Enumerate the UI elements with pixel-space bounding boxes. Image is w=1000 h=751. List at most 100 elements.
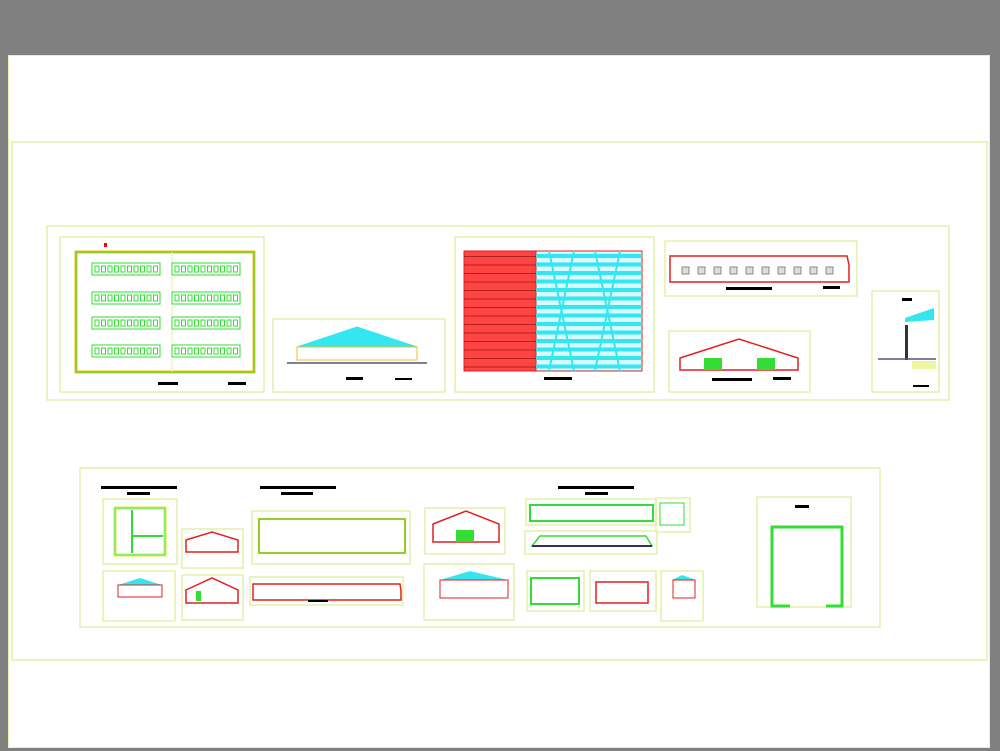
bed-cell [153, 347, 158, 355]
purlin [536, 347, 642, 352]
bed-cell [207, 265, 212, 273]
bed-cell [101, 294, 106, 302]
purlin [536, 279, 642, 284]
floor-plan [74, 243, 256, 385]
bed-cell [107, 265, 113, 273]
roof-sheet-line [464, 273, 536, 274]
roof-sheet-line [464, 366, 536, 368]
bed-cell [114, 319, 119, 327]
bed-cell [220, 347, 225, 355]
bed [91, 344, 161, 358]
bed-cell [213, 347, 219, 355]
bed-cell [127, 294, 132, 302]
small-section-frame [102, 570, 176, 622]
mid-section-frame [423, 563, 515, 621]
bed-cell [120, 294, 126, 302]
bed-cell [153, 294, 158, 302]
floor-plan-frame [59, 236, 265, 393]
long-elev-frame [249, 576, 404, 606]
bed-cell [194, 347, 199, 355]
bed-cell [140, 319, 145, 327]
bed [91, 291, 161, 305]
drawing-sheet [8, 55, 990, 748]
bed-cell [94, 265, 100, 273]
bed-cell [220, 294, 225, 302]
roof-sheet-line [464, 264, 536, 266]
bed-cell [207, 319, 212, 327]
bed-cell [181, 347, 186, 355]
bed-cell [101, 347, 106, 355]
window [825, 266, 834, 275]
roof-sheet-line [464, 307, 536, 308]
end-elevation-frame [668, 330, 811, 393]
purlin [536, 356, 642, 360]
bed-cell [120, 319, 126, 327]
inner-border-frame [11, 141, 988, 661]
bed-cell [187, 347, 193, 355]
bed-cell [133, 319, 139, 327]
long-elevation [669, 255, 850, 290]
bed-cell [114, 265, 119, 273]
bed-cell [213, 294, 219, 302]
bed-cell [133, 294, 139, 302]
end-elevation [679, 338, 799, 381]
bed [171, 316, 241, 330]
bed-cell [114, 294, 119, 302]
bed-cell [207, 294, 212, 302]
small-elev-b-frame [181, 574, 244, 621]
bed-cell [213, 265, 219, 273]
purlin [536, 305, 642, 309]
bed-cell [127, 347, 132, 355]
bed-cell [133, 347, 139, 355]
tank-section-frame [660, 570, 704, 622]
small-plan-frame [102, 498, 178, 565]
tank-elev-frame [589, 570, 657, 612]
bed-cell [194, 319, 199, 327]
bed-cell [220, 265, 225, 273]
purlin [536, 322, 642, 326]
purlin [536, 254, 642, 258]
bed [171, 262, 241, 276]
roof-sheet-line [464, 290, 536, 291]
bed-cell [120, 347, 126, 355]
cross-section [287, 326, 427, 380]
square-plan-frame [756, 496, 852, 608]
bed-cell [107, 347, 113, 355]
bed-cell [187, 319, 193, 327]
bed-cell [94, 347, 100, 355]
bed-cell [146, 294, 152, 302]
long-plan-frame [251, 510, 411, 565]
cross-section-frame [272, 318, 446, 393]
bed-cell [187, 265, 193, 273]
bed [91, 316, 161, 330]
roof-plan-frame [454, 236, 655, 393]
bed-cell [153, 319, 158, 327]
bed-cell [174, 294, 180, 302]
bed-cell [146, 265, 152, 273]
bed-cell [181, 319, 186, 327]
purlin [536, 288, 642, 292]
bed-cell [226, 319, 232, 327]
wall-detail [878, 298, 936, 387]
bed-cell [187, 294, 193, 302]
purlin [536, 271, 642, 275]
bed-cell [140, 294, 145, 302]
window [745, 266, 754, 275]
tank-plan-frame [526, 570, 585, 612]
bed-cell [146, 347, 152, 355]
bed-cell [140, 265, 145, 273]
bed-cell [101, 319, 106, 327]
roof-plan [463, 250, 643, 380]
bed [171, 291, 241, 305]
lower-drawings [101, 486, 844, 608]
bed-cell [174, 265, 180, 273]
strip-elev-frame [524, 530, 658, 555]
bed-cell [101, 265, 106, 273]
bed-cell [194, 294, 199, 302]
roof-sheet-line [464, 298, 536, 300]
bed-cell [127, 265, 132, 273]
bed-cell [181, 294, 186, 302]
bed-cell [233, 347, 238, 355]
purlin [536, 330, 642, 335]
